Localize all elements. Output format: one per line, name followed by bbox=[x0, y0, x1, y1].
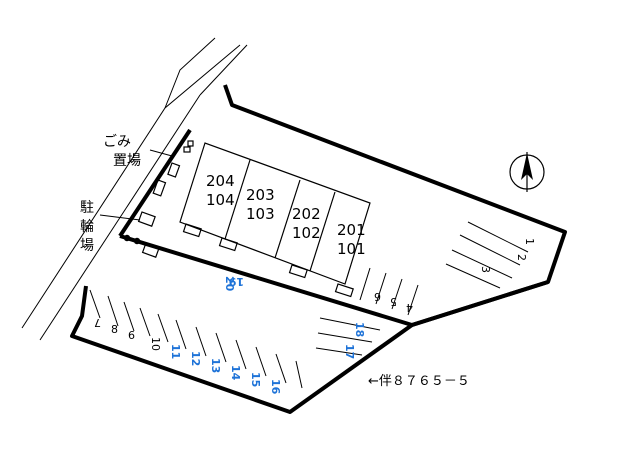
unit-labels: 204 104 203 103 202 102 201 101 bbox=[206, 172, 366, 258]
parking-numbers-black: 1 2 3 4 5 6 7 8 9 10 bbox=[94, 238, 536, 351]
stall-19: 19 bbox=[229, 275, 244, 288]
leader-line-bicycle bbox=[99, 214, 141, 221]
stall-16: 16 bbox=[269, 379, 282, 395]
stall-18: 18 bbox=[353, 322, 366, 337]
stall-4: 4 bbox=[406, 301, 413, 314]
marker-dot-2 bbox=[133, 237, 141, 245]
parking-lines-right bbox=[315, 221, 529, 356]
stall-8: 8 bbox=[111, 323, 118, 336]
parking-numbers-blue: 11 12 13 14 15 16 17 18 19 20 bbox=[169, 275, 366, 395]
unit-102: 102 bbox=[292, 224, 321, 242]
well-markers bbox=[123, 234, 141, 245]
site-boundary bbox=[70, 84, 567, 414]
stall-14: 14 bbox=[229, 365, 242, 381]
stall-10: 10 bbox=[149, 337, 162, 351]
garbage-label-1: ごみ bbox=[103, 134, 131, 150]
unit-203: 203 bbox=[246, 186, 275, 204]
stall-5: 5 bbox=[390, 295, 397, 308]
unit-202: 202 bbox=[292, 205, 321, 223]
stall-7: 7 bbox=[94, 316, 101, 329]
adjacent-lot-label: ←伴８７６５－５ bbox=[368, 374, 470, 389]
stall-13: 13 bbox=[209, 358, 222, 373]
stall-12: 12 bbox=[189, 351, 202, 366]
unit-103: 103 bbox=[246, 205, 275, 223]
unit-101: 101 bbox=[337, 240, 366, 258]
leader-line-garbage bbox=[149, 149, 173, 157]
stall-3: 3 bbox=[479, 266, 492, 273]
garbage-label-2: 置場 bbox=[113, 153, 141, 169]
stall-6: 6 bbox=[374, 290, 381, 303]
stall-2: 2 bbox=[515, 254, 528, 261]
stall-15: 15 bbox=[249, 372, 262, 387]
stall-9: 9 bbox=[128, 328, 135, 341]
north-arrow-icon bbox=[509, 152, 545, 192]
unit-201: 201 bbox=[337, 221, 366, 239]
stall-20: 20 bbox=[223, 276, 236, 292]
bicycle-label-2: 輪 bbox=[80, 218, 94, 235]
bicycle-racks bbox=[137, 140, 194, 258]
marker-dot-1 bbox=[123, 234, 131, 242]
area-labels: ごみ 置場 駐 輪 場 ←伴８７６５－５ bbox=[80, 134, 470, 389]
bicycle-label-3: 場 bbox=[80, 238, 94, 254]
parking-lines-left bbox=[89, 289, 303, 389]
stall-1: 1 bbox=[523, 238, 536, 245]
stall-11: 11 bbox=[169, 344, 182, 359]
building bbox=[179, 142, 371, 298]
stall-17: 17 bbox=[343, 344, 356, 359]
bicycle-label-1: 駐 bbox=[80, 200, 94, 216]
unit-204: 204 bbox=[206, 172, 235, 190]
unit-104: 104 bbox=[206, 191, 235, 209]
